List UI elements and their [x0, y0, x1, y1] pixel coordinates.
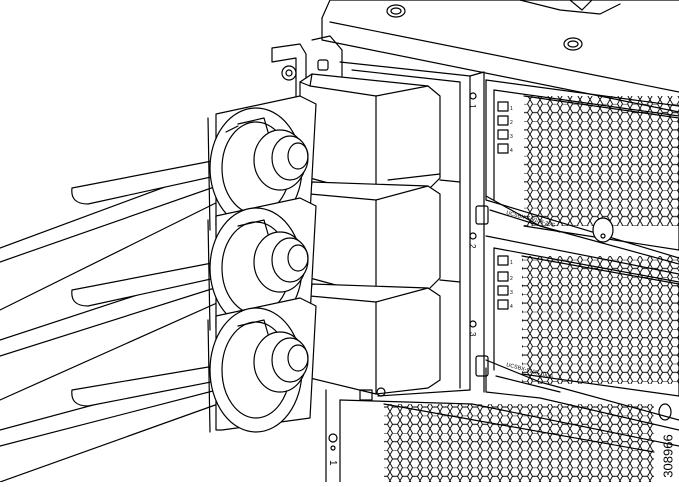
lower-port-label-2: 2: [510, 276, 513, 282]
slot-label-2: 2: [468, 244, 477, 249]
lower-port-label-1: 1: [510, 260, 513, 266]
power-supply-3: [299, 283, 441, 401]
power-supply-2: [299, 181, 441, 297]
upper-port-label-2: 2: [510, 120, 513, 126]
figure-id-text: 308966: [660, 434, 676, 478]
upper-port-label-4: 4: [510, 148, 513, 154]
upper-port-label-3: 3: [510, 134, 513, 140]
slot-label-3: 3: [468, 332, 477, 337]
power-cord-2: [0, 197, 317, 401]
figure-id: 308966: [660, 430, 676, 482]
slot-label-1: 1: [468, 104, 477, 109]
fabric-module-upper: [485, 79, 679, 265]
lower-port-label-3: 3: [510, 290, 513, 296]
bottom-slot-label: 1: [327, 460, 338, 466]
slot-marker-column: [469, 92, 489, 377]
power-cord-1: [0, 95, 317, 311]
upper-port-label-1: 1: [510, 106, 513, 112]
lower-port-label-4: 4: [510, 304, 513, 310]
fabric-module-lower: [485, 235, 679, 431]
power-supply-1: [299, 73, 441, 197]
psu-bay-frame: [339, 61, 485, 397]
power-cord-3: [0, 297, 317, 483]
chassis-top: [321, 0, 679, 113]
lower-fan-module: [325, 389, 679, 483]
